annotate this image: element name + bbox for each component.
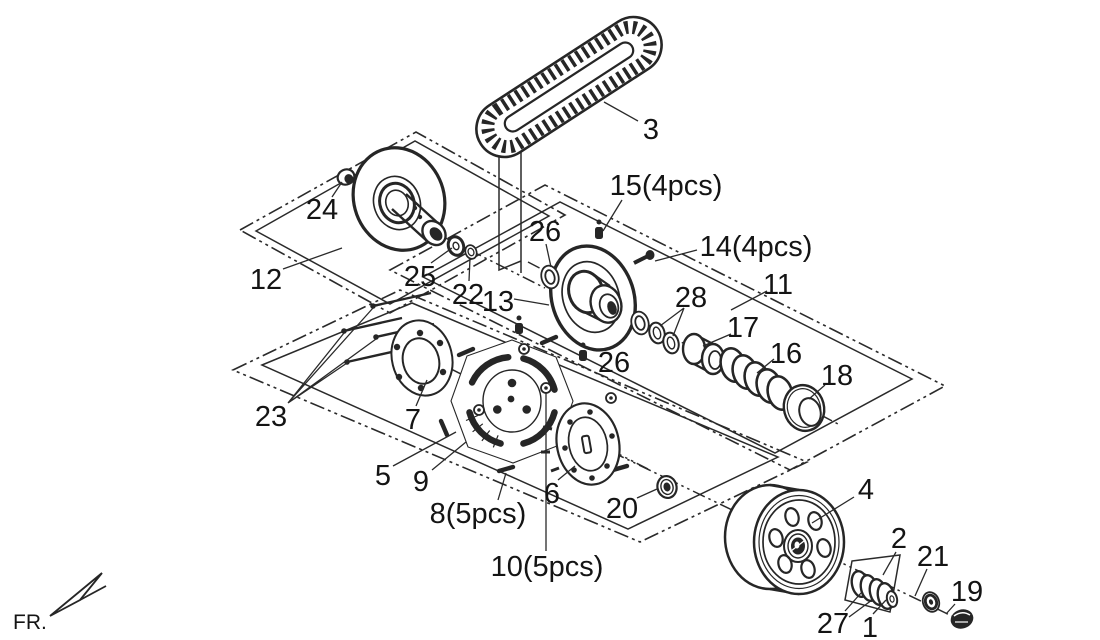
- part-4-clutch-outer-bell: [723, 483, 846, 596]
- part-label-10: 10(5pcs): [491, 551, 604, 583]
- part-label-6: 6: [544, 478, 560, 510]
- part-label-7: 7: [405, 404, 421, 436]
- part-24-cap: [336, 168, 356, 186]
- part-label-8: 8(5pcs): [430, 498, 527, 530]
- part-label-18: 18: [821, 360, 853, 392]
- part-label-1: 1: [862, 612, 878, 640]
- part-label-3: 3: [643, 114, 659, 146]
- part-10-pins: [473, 343, 617, 448]
- part-7-plate-ring: [390, 319, 454, 397]
- part-15-bolts: [515, 219, 603, 361]
- front-direction-label: FR.: [13, 611, 47, 634]
- part-label-21: 21: [917, 541, 949, 573]
- leader-lines: [282, 101, 956, 618]
- part-label-12: 12: [250, 264, 282, 296]
- part-label-15: 15(4pcs): [610, 170, 723, 202]
- part-25-washer: [446, 235, 466, 257]
- part-3-drive-belt: [475, 15, 663, 159]
- part-label-16: 16: [770, 338, 802, 370]
- part-21-washer: [921, 591, 941, 613]
- part-label-20: 20: [606, 493, 638, 525]
- part-9-clutch-shoe-assembly: [450, 339, 574, 464]
- part-20-nut: [656, 474, 678, 500]
- panel-12-outline: [238, 131, 567, 314]
- part-label-24: 24: [306, 194, 338, 226]
- part-14-screws: [633, 250, 655, 265]
- part-19-nut: [950, 609, 974, 629]
- part-label-14: 14(4pcs): [700, 231, 813, 263]
- front-direction-indicator: FR.: [13, 572, 107, 634]
- part-label-23: 23: [255, 401, 287, 433]
- front-direction-arrow-icon: [49, 572, 107, 617]
- part-label-9: 9: [413, 466, 429, 498]
- part-2-spring-washer-set: [844, 554, 901, 613]
- part-16-spring: [719, 346, 794, 412]
- part-label-17: 17: [727, 312, 759, 344]
- part-label-22: 22: [452, 279, 484, 311]
- part-label-28: 28: [675, 282, 707, 314]
- part-label-27: 27: [817, 608, 849, 640]
- part-label-25: 25: [404, 261, 436, 293]
- panel-5-outline: [231, 289, 809, 543]
- panel-11-window: [421, 201, 914, 454]
- part-28-rollers: [648, 321, 680, 355]
- part-label-19: 19: [951, 576, 983, 608]
- part-label-26-lower: 26: [598, 347, 630, 379]
- part-22-ring: [464, 244, 478, 260]
- part-18-bearing-ring: [782, 383, 826, 433]
- part-label-5: 5: [375, 460, 391, 492]
- part-labels: 3 15(4pcs) 26 14(4pcs) 24 12 25 22 13 11…: [250, 114, 983, 640]
- part-label-11: 11: [763, 269, 793, 301]
- part-label-2: 2: [891, 523, 907, 555]
- part-12-drive-pulley-face: [351, 146, 447, 252]
- part-13-driven-pulley-face: [549, 244, 637, 352]
- part-label-26-upper: 26: [529, 216, 561, 248]
- part-26-orings: [540, 264, 650, 336]
- part-label-4: 4: [858, 474, 874, 506]
- belt-guide-lines: [498, 140, 522, 273]
- part-label-13: 13: [482, 286, 514, 318]
